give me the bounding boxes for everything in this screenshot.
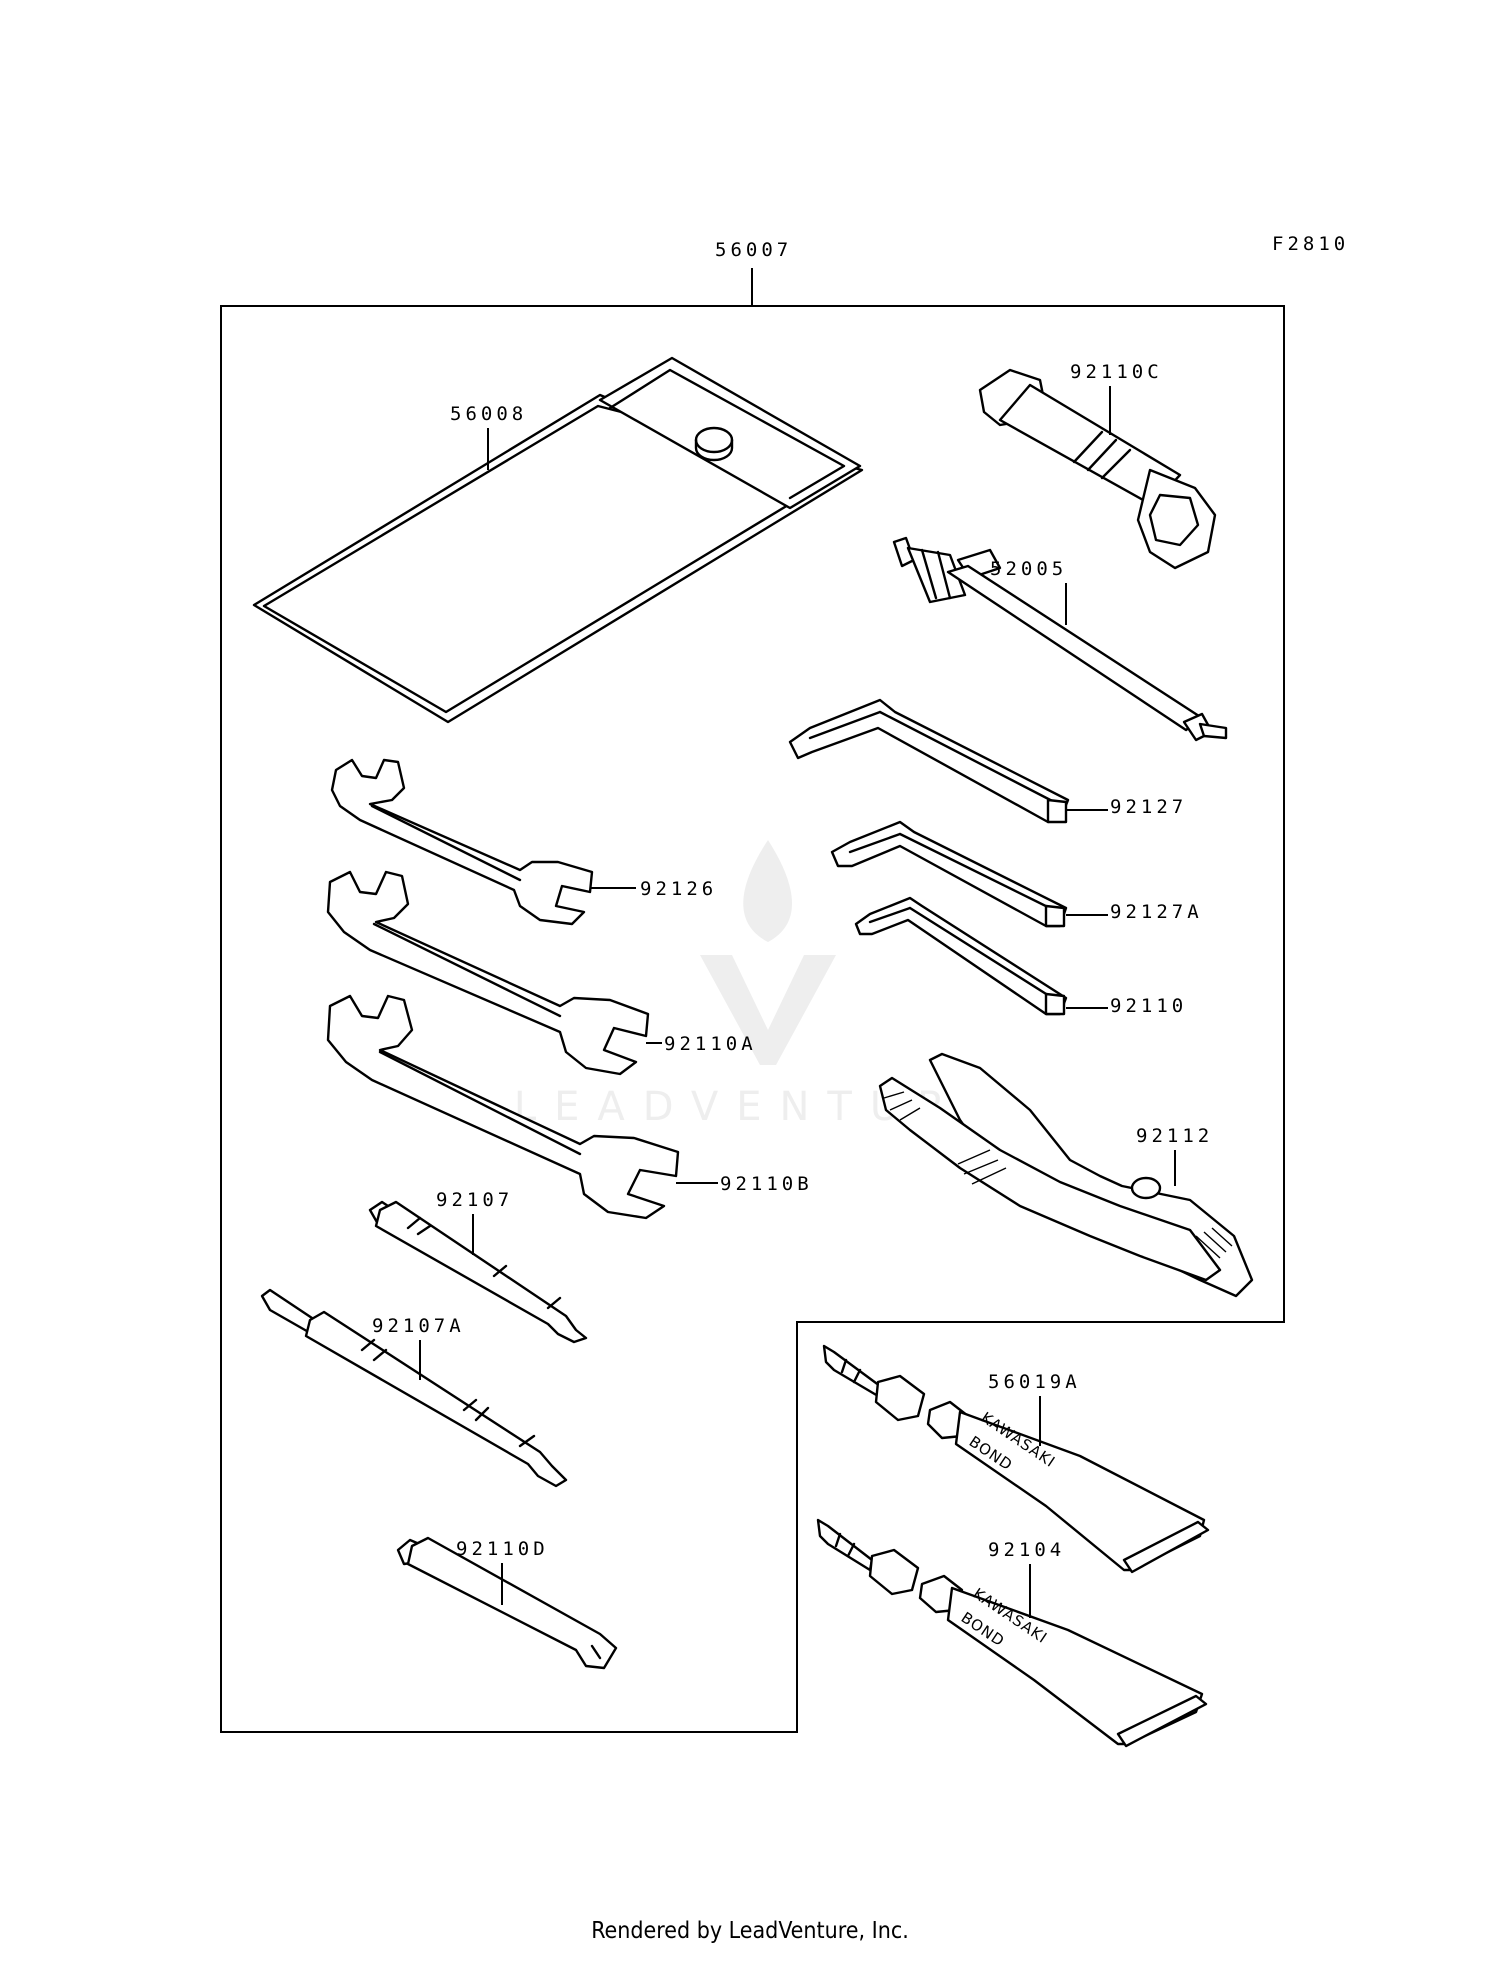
screwdriver-92107A	[260, 1288, 568, 1488]
spoke-wrench	[396, 1536, 618, 1670]
label-92110C: 92110C	[1070, 361, 1163, 383]
label-56007: 56007	[715, 239, 792, 261]
pliers	[878, 1052, 1254, 1298]
label-92112: 92112	[1136, 1125, 1213, 1147]
label-92110B: 92110B	[720, 1173, 813, 1195]
label-92107: 92107	[436, 1189, 513, 1211]
label-92127: 92127	[1110, 796, 1187, 818]
hex-key-92127A	[830, 820, 1068, 928]
tool-case	[252, 356, 864, 724]
hex-key-92110	[854, 896, 1068, 1016]
plug-wrench	[978, 368, 1217, 570]
kit-border	[220, 305, 1285, 1733]
wrench-92126	[330, 758, 594, 926]
label-92110D: 92110D	[456, 1538, 549, 1560]
label-92110: 92110	[1110, 995, 1187, 1017]
screwdriver-92107	[368, 1200, 588, 1344]
label-56019A: 56019A	[988, 1371, 1081, 1393]
footer-credit: Rendered by LeadVenture, Inc.	[591, 1918, 909, 1944]
bond-tube-56019A: KAWASAKI BOND	[822, 1344, 1210, 1574]
label-92127A: 92127A	[1110, 901, 1203, 923]
label-92110A: 92110A	[664, 1033, 757, 1055]
figure-code: F2810	[1272, 233, 1349, 255]
label-56008: 56008	[450, 403, 527, 425]
wrench-92110A	[326, 870, 650, 1076]
hex-key-92127	[788, 698, 1070, 824]
wrench-92110B	[326, 994, 680, 1220]
cable-tool	[892, 536, 1228, 742]
label-52005: 52005	[990, 558, 1067, 580]
label-92107A: 92107A	[372, 1315, 465, 1337]
label-92126: 92126	[640, 878, 717, 900]
label-92104: 92104	[988, 1539, 1065, 1561]
